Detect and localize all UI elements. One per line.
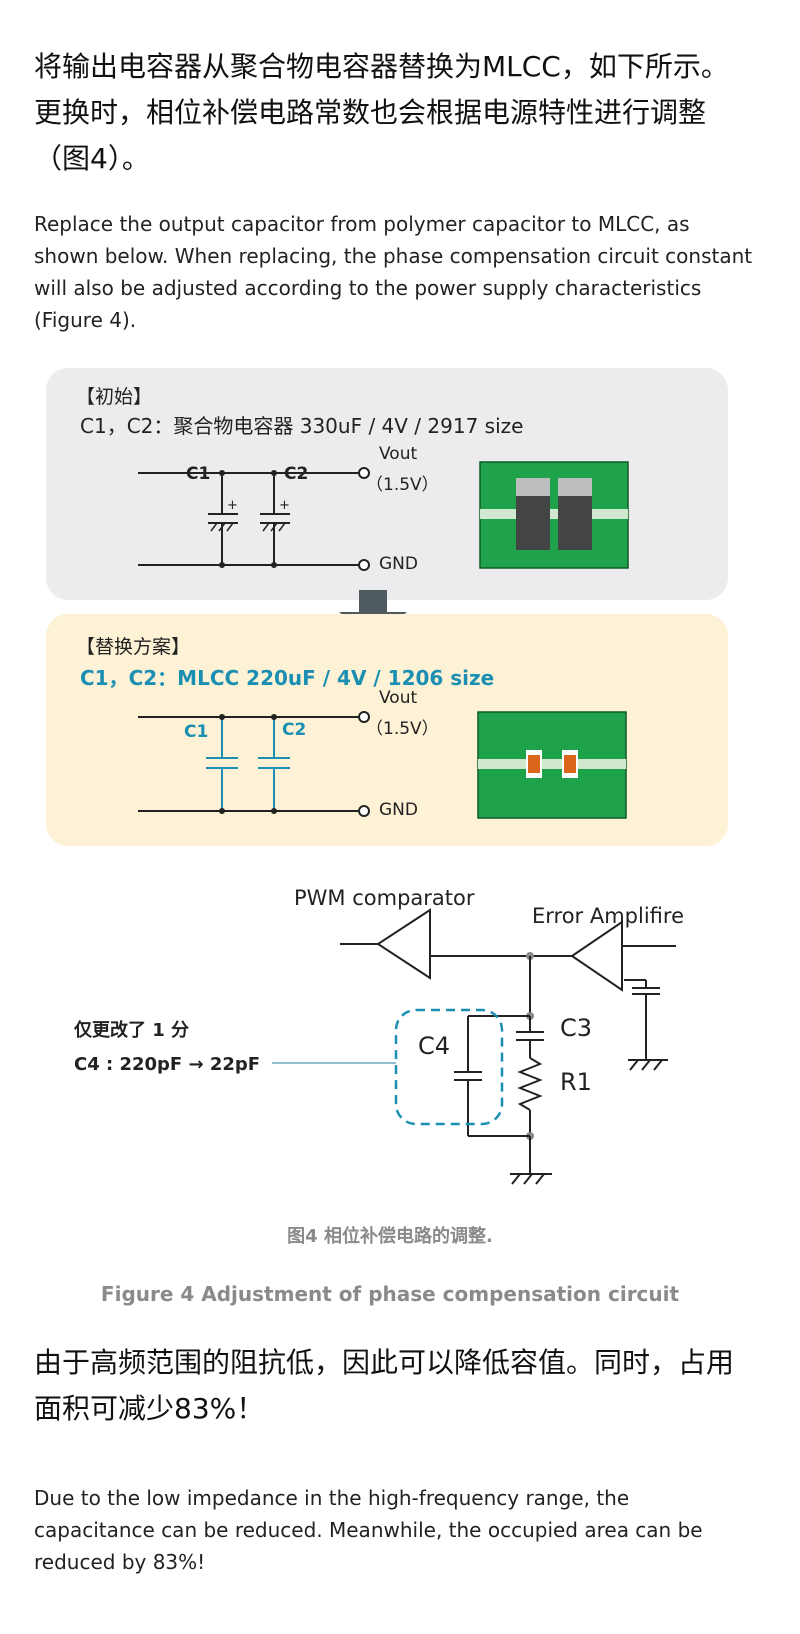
r1-label: R1 [560,1068,592,1096]
c1-label: C1 [184,722,209,742]
pwm-comparator-symbol [376,908,431,980]
svg-text:+: + [279,498,290,513]
c1-mlcc-symbol [206,714,238,814]
c4-highlight-box [394,1008,504,1126]
ground-symbol-main [510,1173,552,1185]
error-amplifier-label: Error Amplifire [532,904,685,928]
compensation-circuit-diagram [272,908,676,1185]
figure-caption-en: Figure 4 Adjustment of phase compensatio… [100,1282,680,1306]
intro-en: Replace the output capacitor from polyme… [34,212,753,332]
c1-label: C1 [186,464,211,484]
vout-label: Vout [379,688,418,708]
c2-polymer-capacitor-symbol: + [260,470,290,568]
c2-label: C2 [282,720,307,740]
conclusion-en: Due to the low impedance in the high-fre… [34,1486,703,1574]
vout-value: （1.5V） [366,719,439,739]
error-amplifier-symbol [570,920,623,992]
vout-label: Vout [379,444,418,464]
change-note-value: C4 : 220pF → 22pF [74,1054,261,1075]
intro-zh: 将输出电容器从聚合物电容器替换为MLCC，如下所示。更换时，相位补偿电路常数也会… [34,50,729,175]
panel-initial-title: 【初始】 [76,386,153,408]
panel-replace-spec: C1，C2：MLCC 220uF / 4V / 1206 size [80,666,495,690]
panel-replace: 【替换方案】 C1，C2：MLCC 220uF / 4V / 1206 size [46,614,728,846]
panel-replace-title: 【替换方案】 [76,636,191,658]
c4-label: C4 [418,1032,451,1060]
pwm-comparator-label: PWM comparator [294,886,475,910]
c3-label: C3 [560,1014,593,1042]
r1-resistor-symbol [517,1057,543,1111]
panel-initial-spec: C1，C2：聚合物电容器 330uF / 4V / 2917 size [80,414,524,438]
conclusion-zh: 由于高频范围的阻抗低，因此可以降低容值。同时，占用面积可减少83%！ [34,1346,735,1425]
c2-mlcc-symbol [258,714,290,814]
polymer-capacitor-schematic: + + [138,461,629,571]
gnd-label: GND [379,800,418,820]
ground-symbol-amp [628,1059,668,1071]
mlcc-pcb-illustration [477,711,627,819]
change-note-title: 仅更改了 1 分 [74,1020,190,1041]
c2-label: C2 [284,464,309,484]
mlcc-schematic [138,711,627,819]
c1-polymer-capacitor-symbol: + [208,470,238,568]
panel-initial: 【初始】 C1，C2：聚合物电容器 330uF / 4V / 2917 size… [46,368,728,600]
gnd-label: GND [379,554,418,574]
svg-text:+: + [227,498,238,513]
vout-value: （1.5V） [366,475,439,495]
figure-caption-zh: 图4 相位补偿电路的调整. [287,1226,493,1247]
polymer-pcb-illustration [479,461,629,569]
